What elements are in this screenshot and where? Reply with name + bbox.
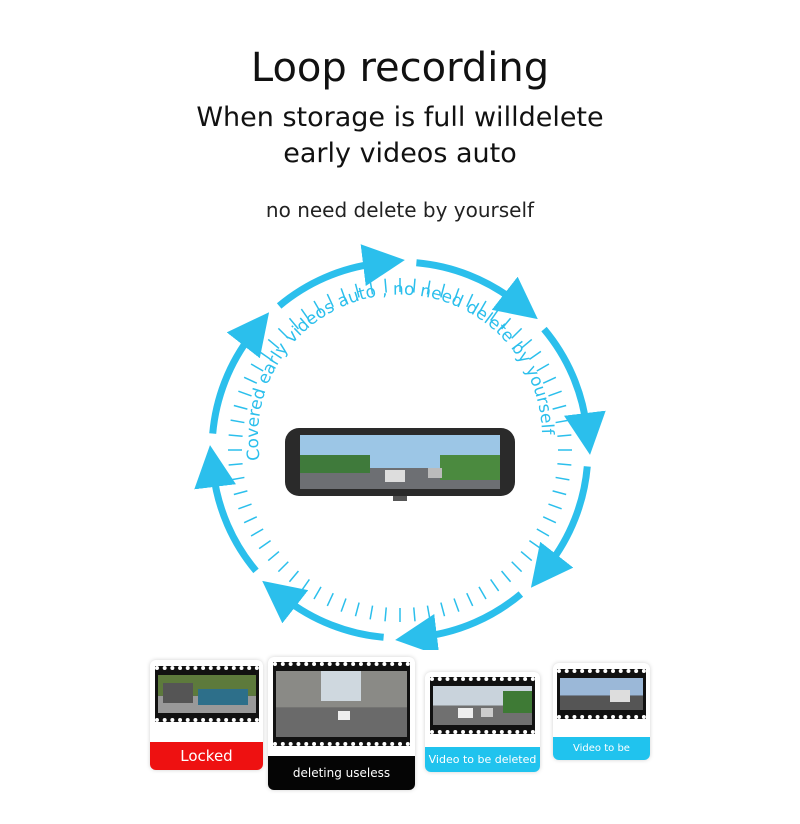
to-delete-label-2: Video to be deleted [553, 737, 650, 777]
tick-mark [228, 434, 243, 437]
tick-mark [466, 293, 474, 308]
tick-mark [300, 308, 310, 322]
tick-mark [426, 605, 431, 620]
tick-mark [258, 540, 272, 550]
tick-mark [238, 503, 252, 510]
tick-mark [243, 376, 258, 384]
arrow-segment [276, 244, 405, 309]
tick-mark [384, 278, 387, 293]
tick-mark [440, 283, 446, 298]
arrow-segment [395, 591, 524, 650]
tick-mark [542, 376, 557, 384]
tick-mark [500, 317, 512, 330]
tick-mark [384, 607, 387, 622]
tick-mark [528, 350, 542, 360]
arrow-segment [530, 466, 591, 588]
tick-mark [413, 278, 416, 293]
tick-mark [258, 350, 272, 360]
tick-mark [233, 490, 248, 496]
tick-mark [313, 586, 322, 600]
subtitle-line-2: early videos auto [283, 138, 517, 169]
tick-mark [238, 390, 252, 397]
tick-mark [453, 288, 460, 302]
tick-mark [250, 528, 264, 537]
arrow-segment [416, 259, 538, 320]
tick-mark [369, 605, 374, 620]
page-title: Loop recording [250, 45, 550, 91]
tick-mark [233, 404, 248, 410]
tick-mark [520, 338, 533, 350]
tick-mark [557, 434, 572, 437]
tick-mark [478, 300, 487, 314]
tick-mark [555, 476, 570, 481]
arrow-segment [209, 312, 270, 434]
tick-mark [552, 404, 567, 410]
tick-mark [326, 592, 334, 607]
tick-mark [426, 280, 431, 295]
tick-mark [228, 463, 243, 466]
arrow-segment [194, 445, 259, 574]
tick-mark [557, 463, 572, 466]
tick-mark [326, 293, 334, 308]
tick-mark [536, 363, 550, 372]
tick-mark [354, 283, 360, 298]
tick-mark [267, 550, 280, 562]
note-text: no need delete by yourself [265, 198, 535, 222]
tick-mark [300, 578, 310, 592]
tick-mark [490, 308, 500, 322]
tick-mark [511, 561, 523, 573]
tick-mark [267, 338, 280, 350]
tick-mark [250, 363, 264, 372]
loop-arrows-icon [194, 244, 606, 650]
arrow-segment [262, 580, 384, 641]
card-locked: Locked [150, 660, 263, 770]
tick-mark [230, 419, 245, 424]
locked-label: Locked [150, 742, 263, 770]
tick-marks [228, 278, 572, 622]
tick-mark [340, 598, 347, 612]
deleting-label: deleting useless video.... [268, 756, 415, 814]
tick-mark [440, 602, 446, 617]
tick-mark [511, 327, 523, 339]
tick-mark [478, 586, 487, 600]
tick-mark [288, 570, 300, 583]
subtitle-line-1: When storage is full willdelete [196, 102, 604, 133]
tick-mark [552, 490, 567, 496]
tick-mark [520, 550, 533, 562]
tick-mark [548, 390, 562, 397]
tick-mark [277, 561, 289, 573]
tick-mark [288, 317, 300, 330]
tick-mark [230, 476, 245, 481]
tick-mark [466, 592, 474, 607]
tick-mark [490, 578, 500, 592]
to-delete-label-1: Video to be deleted [425, 747, 540, 772]
tick-mark [277, 327, 289, 339]
tick-mark [369, 280, 374, 295]
tick-mark [354, 602, 360, 617]
card-to-delete-2: Video to be deleted [553, 663, 650, 777]
arrow-segment [541, 326, 606, 455]
tick-mark [340, 288, 347, 302]
card-to-delete-1: Video to be deleted [425, 672, 540, 772]
tick-mark [500, 570, 512, 583]
mirror-dashcam-icon [285, 428, 515, 501]
tick-mark [555, 419, 570, 424]
tick-mark [528, 540, 542, 550]
tick-mark [413, 607, 416, 622]
tick-mark [536, 528, 550, 537]
loop-diagram: Covered early videos auto , no need dele… [194, 244, 606, 650]
tick-mark [453, 598, 460, 612]
tick-mark [313, 300, 322, 314]
tick-mark [548, 503, 562, 510]
card-deleting: deleting useless video.... [268, 657, 415, 814]
tick-mark [243, 516, 258, 524]
tick-mark [542, 516, 557, 524]
